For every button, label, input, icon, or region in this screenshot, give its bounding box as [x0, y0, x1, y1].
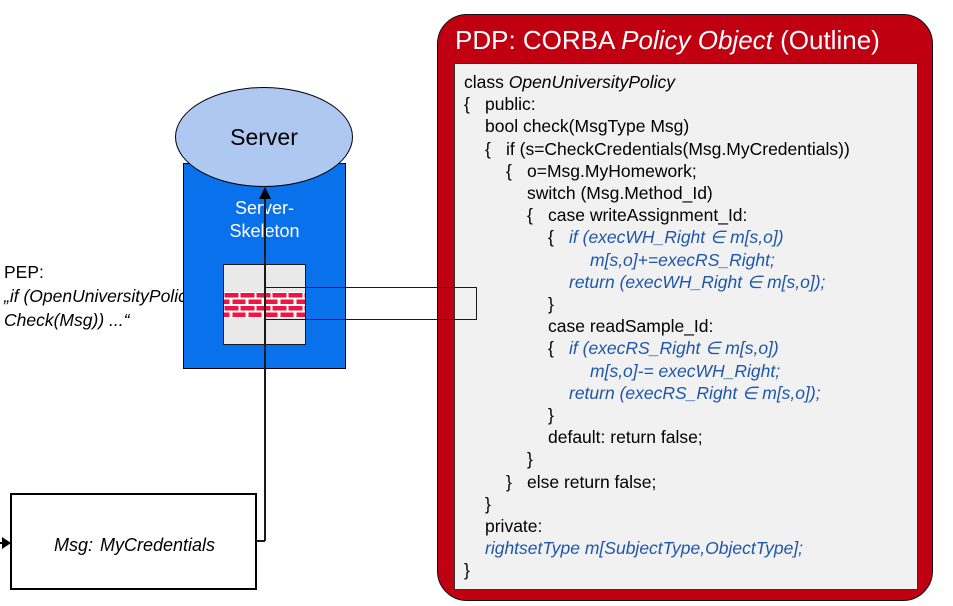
code-segment: [464, 272, 569, 292]
msg-row: Msg: MyCredentials: [24, 505, 255, 586]
pdp-title-suffix: (Outline): [772, 25, 880, 55]
pep-code-quote-line2: Check(Msg)) ...“: [4, 310, 130, 330]
code-line: class OpenUniversityPolicy: [464, 71, 917, 93]
pep-annotation: PEP: „if (OpenUniversityPolicy. Check(Ms…: [4, 260, 234, 332]
code-segment: m[s,o]+=execRS_Right;: [590, 249, 775, 270]
code-line: { if (execWH_Right ∈ m[s,o]): [464, 226, 917, 248]
code-segment: private:: [464, 516, 543, 537]
code-segment: [464, 538, 485, 558]
msg-box: Msg:MyCredentials writeAssignment_id MyH…: [10, 493, 257, 590]
code-segment: rightsetType m[SubjectType,ObjectType];: [485, 538, 804, 559]
code-segment: switch (Msg.Method_Id): [464, 183, 713, 204]
server-label: Server: [230, 123, 298, 150]
pdp-title: PDP: CORBA Policy Object (Outline): [455, 25, 925, 56]
code-line: }: [464, 293, 917, 315]
code-line: case readSample_Id:: [464, 315, 917, 337]
pep-code-quote-line1: „if (OpenUniversityPolicy.: [4, 286, 200, 306]
code-segment: default: return false;: [464, 427, 703, 448]
code-segment: }: [464, 493, 491, 514]
code-segment: {: [464, 227, 569, 248]
code-segment: return (execWH_Right ∈ m[s,o]);: [569, 271, 826, 292]
code-segment: {: [464, 338, 569, 359]
msg-row: writeAssignment_id: [24, 586, 255, 606]
policy-code-panel: class OpenUniversityPolicy{ public: bool…: [454, 63, 918, 590]
code-line: rightsetType m[SubjectType,ObjectType];: [464, 537, 917, 559]
code-line: m[s,o]+=execRS_Right;: [464, 249, 917, 271]
msg-to-server-arrow-line: [264, 197, 266, 541]
code-line: } else return false;: [464, 471, 917, 493]
code-segment: { o=Msg.MyHomework;: [464, 160, 697, 181]
code-segment: case readSample_Id:: [464, 316, 714, 337]
code-line: }: [464, 559, 917, 581]
msg-to-server-arrow-stub: [256, 540, 265, 542]
code-line: }: [464, 404, 917, 426]
pep-to-pdp-connector: [264, 287, 477, 320]
code-line: m[s,o]-= execWH_Right;: [464, 360, 917, 382]
code-segment: class: [464, 72, 509, 92]
msg-label: Msg:: [54, 535, 94, 555]
code-line: return (execRS_Right ∈ m[s,o]);: [464, 382, 917, 404]
code-segment: OpenUniversityPolicy: [508, 72, 676, 92]
code-line: { case writeAssignment_Id:: [464, 204, 917, 226]
code-line: { public:: [464, 93, 917, 115]
code-segment: }: [464, 560, 470, 581]
code-line: { o=Msg.MyHomework;: [464, 160, 917, 182]
code-segment: bool check(MsgType Msg): [464, 116, 690, 137]
up-arrowhead-icon: [259, 187, 271, 199]
code-segment: }: [464, 449, 533, 470]
code-segment: [464, 250, 590, 270]
code-segment: } else return false;: [464, 471, 657, 492]
pdp-title-prefix: PDP: CORBA: [455, 25, 622, 55]
pdp-title-italic: Policy Object: [621, 25, 773, 55]
code-line: }: [464, 448, 917, 470]
right-arrowhead-icon: [2, 537, 11, 549]
code-segment: { if (s=CheckCredentials(Msg.MyCredentia…: [464, 138, 850, 159]
code-segment: }: [464, 294, 554, 315]
code-line: default: return false;: [464, 426, 917, 448]
code-line: { if (execRS_Right ∈ m[s,o]): [464, 337, 917, 359]
code-line: }: [464, 493, 917, 515]
code-line: bool check(MsgType Msg): [464, 115, 917, 137]
code-segment: { case writeAssignment_Id:: [464, 205, 748, 226]
code-line: private:: [464, 515, 917, 537]
code-segment: [464, 383, 569, 403]
code-segment: { public:: [464, 94, 536, 115]
code-segment: m[s,o]-= execWH_Right;: [590, 360, 781, 381]
code-line: { if (s=CheckCredentials(Msg.MyCredentia…: [464, 138, 917, 160]
pep-label: PEP:: [4, 262, 44, 282]
code-segment: if (execRS_Right ∈ m[s,o]): [569, 338, 779, 359]
msg-field-mycredentials: MyCredentials: [100, 535, 216, 555]
server-ellipse: Server: [175, 87, 353, 187]
code-line: return (execWH_Right ∈ m[s,o]);: [464, 271, 917, 293]
code-segment: return (execRS_Right ∈ m[s,o]);: [569, 382, 821, 403]
code-segment: }: [464, 405, 554, 426]
code-line: switch (Msg.Method_Id): [464, 182, 917, 204]
code-segment: if (execWH_Right ∈ m[s,o]): [569, 227, 784, 248]
code-segment: [464, 361, 590, 381]
